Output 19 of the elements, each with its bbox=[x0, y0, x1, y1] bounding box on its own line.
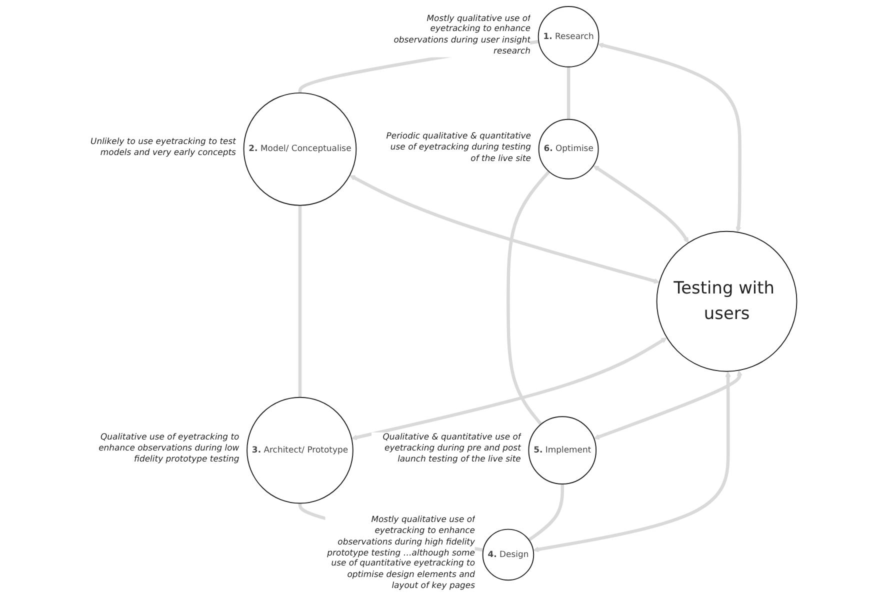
step-circle: 4. Design bbox=[482, 528, 534, 581]
annotation-text: Qualitative & quantitative use of eyetracking during pre and post launch testing of the live site bbox=[371, 432, 521, 466]
arrow bbox=[598, 42, 742, 232]
connector bbox=[566, 66, 570, 120]
step-circle: 5. Implement bbox=[528, 416, 597, 484]
step-circle: 3. Architect/ Prototype bbox=[246, 396, 354, 504]
arrow bbox=[593, 165, 689, 243]
connector bbox=[506, 170, 550, 426]
arrow bbox=[594, 370, 742, 440]
step-circle: 1. Research bbox=[538, 6, 600, 68]
step-circle: 6. Optimise bbox=[538, 118, 599, 180]
annotation-text: Mostly qualitative use of eyetracking to enhance observations during high fidelity prototype testing …although some use of quantitative eyetracking to optimise design elements and layout of key pages bbox=[325, 514, 475, 592]
hub-circle: Testing with users bbox=[656, 230, 798, 372]
arrow bbox=[351, 338, 668, 440]
arrow bbox=[532, 371, 731, 552]
step-circle: 2. Model/ Conceptualise bbox=[243, 92, 357, 206]
connector bbox=[528, 484, 564, 542]
connector bbox=[298, 205, 302, 398]
arrow bbox=[350, 175, 660, 284]
